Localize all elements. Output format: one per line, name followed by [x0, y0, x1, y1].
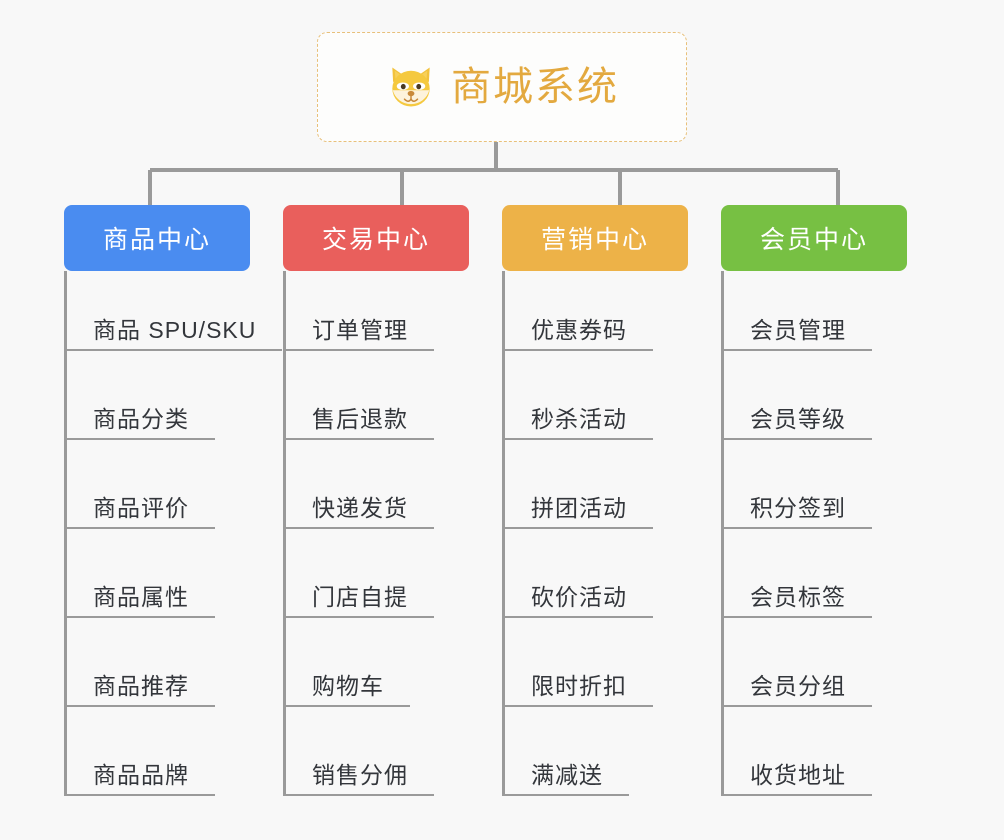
- leaf-item[interactable]: 售后退款: [286, 351, 434, 440]
- category-header-product-center[interactable]: 商品中心: [64, 205, 250, 271]
- leaf-item[interactable]: 快递发货: [286, 440, 434, 529]
- leaf-item[interactable]: 商品评价: [67, 440, 215, 529]
- leaf-item[interactable]: 会员等级: [724, 351, 872, 440]
- leaf-item[interactable]: 会员分组: [724, 618, 872, 707]
- leaf-item[interactable]: 会员管理: [724, 271, 872, 351]
- category-header-trade-center[interactable]: 交易中心: [283, 205, 469, 271]
- leaf-item[interactable]: 销售分佣: [286, 707, 434, 796]
- category-columns: 商品中心 商品 SPU/SKU 商品分类 商品评价 商品属性 商品推荐 商品品牌…: [0, 205, 1004, 796]
- leaf-item[interactable]: 收货地址: [724, 707, 872, 796]
- leaf-item[interactable]: 会员标签: [724, 529, 872, 618]
- leaf-item[interactable]: 满减送: [505, 707, 629, 796]
- category-header-marketing-center[interactable]: 营销中心: [502, 205, 688, 271]
- leaf-item[interactable]: 商品属性: [67, 529, 215, 618]
- column-trade-center: 交易中心 订单管理 售后退款 快递发货 门店自提 购物车 销售分佣: [283, 205, 502, 796]
- leaf-item[interactable]: 优惠券码: [505, 271, 653, 351]
- leaf-item[interactable]: 秒杀活动: [505, 351, 653, 440]
- leaf-item[interactable]: 购物车: [286, 618, 410, 707]
- leaf-item[interactable]: 商品 SPU/SKU: [67, 271, 283, 351]
- category-header-member-center[interactable]: 会员中心: [721, 205, 907, 271]
- leaf-list-marketing-center: 优惠券码 秒杀活动 拼团活动 砍价活动 限时折扣 满减送: [502, 271, 653, 796]
- root-node[interactable]: 商城系统: [317, 32, 687, 142]
- leaf-item[interactable]: 商品推荐: [67, 618, 215, 707]
- column-member-center: 会员中心 会员管理 会员等级 积分签到 会员标签 会员分组 收货地址: [721, 205, 940, 796]
- leaf-item[interactable]: 积分签到: [724, 440, 872, 529]
- column-marketing-center: 营销中心 优惠券码 秒杀活动 拼团活动 砍价活动 限时折扣 满减送: [502, 205, 721, 796]
- root-title: 商城系统: [451, 65, 619, 109]
- leaf-list-product-center: 商品 SPU/SKU 商品分类 商品评价 商品属性 商品推荐 商品品牌: [64, 271, 283, 796]
- leaf-item[interactable]: 商品分类: [67, 351, 215, 440]
- leaf-item[interactable]: 订单管理: [286, 271, 434, 351]
- column-product-center: 商品中心 商品 SPU/SKU 商品分类 商品评价 商品属性 商品推荐 商品品牌: [64, 205, 283, 796]
- leaf-item[interactable]: 门店自提: [286, 529, 434, 618]
- dog-face-icon: [385, 61, 437, 113]
- leaf-list-trade-center: 订单管理 售后退款 快递发货 门店自提 购物车 销售分佣: [283, 271, 434, 796]
- root-node-wrapper: 商城系统: [0, 32, 1004, 142]
- leaf-item[interactable]: 拼团活动: [505, 440, 653, 529]
- leaf-item[interactable]: 砍价活动: [505, 529, 653, 618]
- leaf-item[interactable]: 限时折扣: [505, 618, 653, 707]
- leaf-list-member-center: 会员管理 会员等级 积分签到 会员标签 会员分组 收货地址: [721, 271, 872, 796]
- leaf-item[interactable]: 商品品牌: [67, 707, 215, 796]
